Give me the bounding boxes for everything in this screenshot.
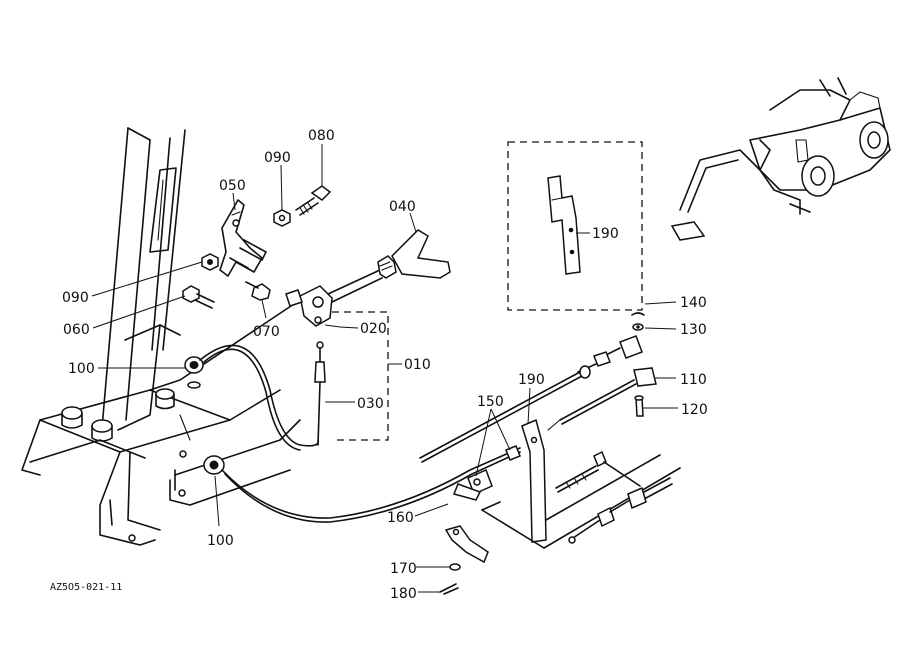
clip-140 — [631, 312, 645, 316]
callout-010: 010 — [404, 357, 431, 373]
lever-grip-040 — [377, 229, 451, 279]
arm-160 — [444, 525, 489, 564]
callout-170: 170 — [390, 561, 417, 577]
callout-070: 070 — [253, 324, 280, 340]
callout-120: 120 — [681, 402, 708, 418]
callout-080: 080 — [308, 128, 335, 144]
group-box-010 — [332, 311, 389, 441]
callout-180: 180 — [390, 586, 417, 602]
cable-030 — [314, 341, 326, 446]
callout-030: 030 — [357, 396, 384, 412]
pin-120 — [634, 395, 644, 417]
plate-190-lower — [481, 418, 681, 549]
grommet-lower — [203, 455, 225, 475]
bracket-190-detail — [547, 175, 581, 275]
bolt-080 — [295, 185, 332, 216]
bracket-050 — [219, 199, 267, 277]
callout-060: 060 — [63, 322, 90, 338]
callout-020: 020 — [360, 321, 387, 337]
washer-170 — [449, 563, 461, 571]
callout-100-upper: 100 — [68, 361, 95, 377]
detail-box-190 — [507, 141, 643, 311]
bolt-060 — [182, 285, 215, 309]
nut-090-upper — [273, 209, 291, 227]
callout-140: 140 — [680, 295, 707, 311]
cable-end-lower — [568, 477, 673, 544]
callout-labels: 050 090 080 040 090 060 070 020 010 030 … — [62, 128, 708, 602]
callout-150: 150 — [477, 394, 504, 410]
washer-130 — [632, 323, 644, 331]
drawing-code: AZ5O5-021-11 — [50, 582, 122, 593]
callout-130: 130 — [680, 322, 707, 338]
pin-180 — [439, 583, 459, 595]
nut-090-lower — [201, 253, 219, 271]
callout-160: 160 — [387, 510, 414, 526]
callout-050: 050 — [219, 178, 246, 194]
grommet-upper — [184, 356, 204, 389]
link-150 — [452, 445, 521, 501]
callout-040: 040 — [389, 199, 416, 215]
callout-100-lower: 100 — [207, 533, 234, 549]
callout-090-lower: 090 — [62, 290, 89, 306]
backhoe-thumbnail — [670, 77, 891, 241]
rod-end-lower — [547, 367, 657, 431]
threaded-rod — [555, 450, 641, 493]
callout-190-lower: 190 — [518, 372, 545, 388]
lever-assembly-020 — [285, 269, 383, 327]
leader-lines — [91, 144, 678, 593]
bolt-070 — [245, 281, 271, 301]
callout-190-detail: 190 — [592, 226, 619, 242]
callout-090-upper: 090 — [264, 150, 291, 166]
control-cable-loop — [199, 344, 583, 523]
callout-110: 110 — [680, 372, 707, 388]
rod-end-upper — [577, 335, 643, 379]
frame-structure — [21, 127, 301, 546]
